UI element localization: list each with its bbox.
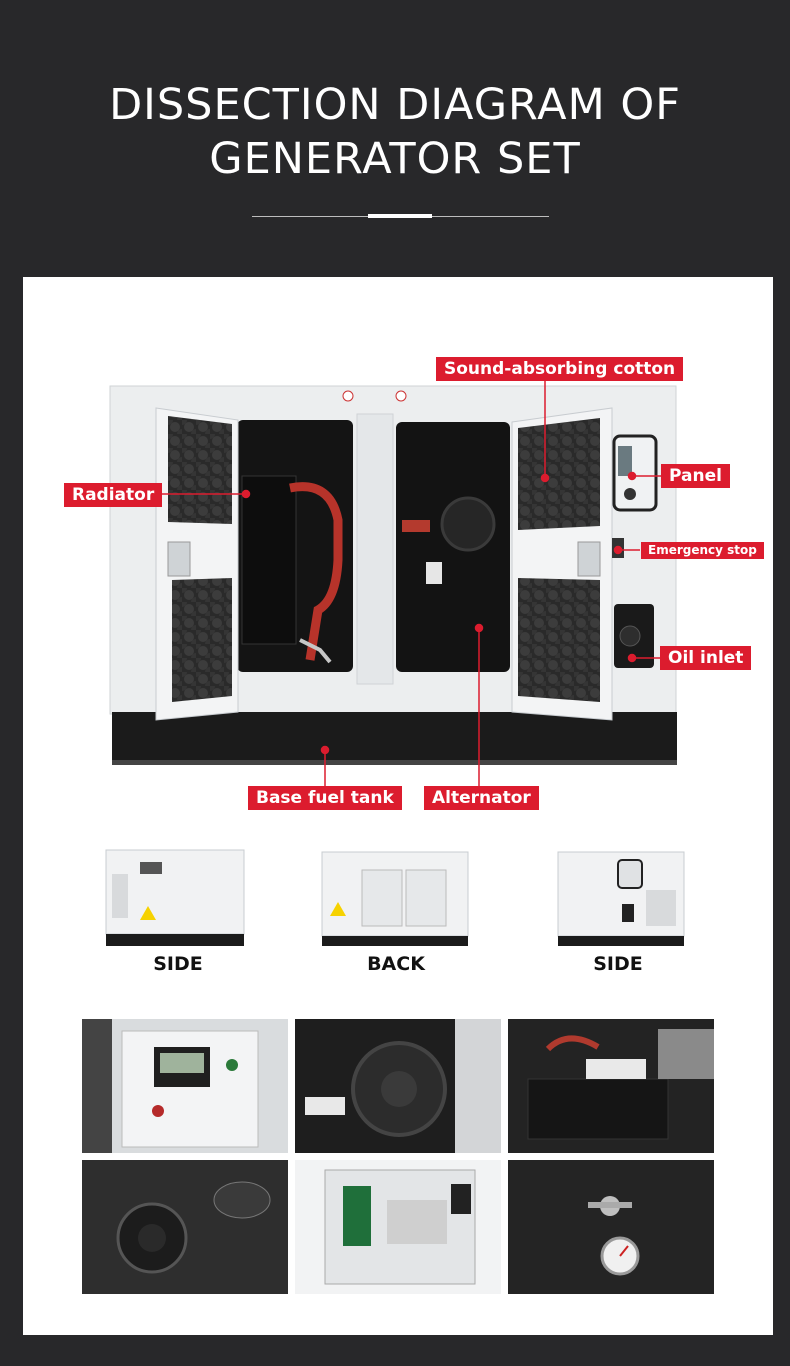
- view-label-back: BACK: [367, 953, 425, 975]
- base-fuel-tank: [112, 712, 677, 764]
- view-side-right-image: [557, 851, 685, 946]
- photo-fuel-cap: [82, 1160, 288, 1294]
- view-back-image: [321, 851, 469, 946]
- callout-oil-inlet: Oil inlet: [660, 646, 752, 670]
- callout-alternator: Alternator: [424, 786, 539, 810]
- photo-air-filter: [295, 1019, 501, 1153]
- radiator-core: [241, 475, 297, 645]
- title-line-2: GENERATOR SET: [209, 134, 581, 184]
- page-title: DISSECTION DIAGRAM OF GENERATOR SET: [0, 78, 790, 186]
- callout-panel: Panel: [661, 464, 730, 488]
- title-line-1: DISSECTION DIAGRAM OF: [109, 80, 681, 130]
- view-label-side-right: SIDE: [593, 953, 643, 975]
- view-side-left-image: [105, 849, 245, 946]
- callout-radiator: Radiator: [64, 483, 163, 507]
- view-label-side-left: SIDE: [153, 953, 203, 975]
- photo-battery: [508, 1019, 714, 1153]
- photo-wiring-panel: [295, 1160, 501, 1294]
- callout-emergency-stop: Emergency stop: [641, 542, 764, 559]
- photo-fuel-gauge: [508, 1160, 714, 1294]
- title-divider-accent: [368, 214, 432, 218]
- generator-diagram: [109, 380, 677, 786]
- callout-sound-absorbing-cotton: Sound-absorbing cotton: [436, 357, 684, 381]
- callout-base-fuel-tank: Base fuel tank: [248, 786, 402, 810]
- photo-control-panel: [82, 1019, 288, 1153]
